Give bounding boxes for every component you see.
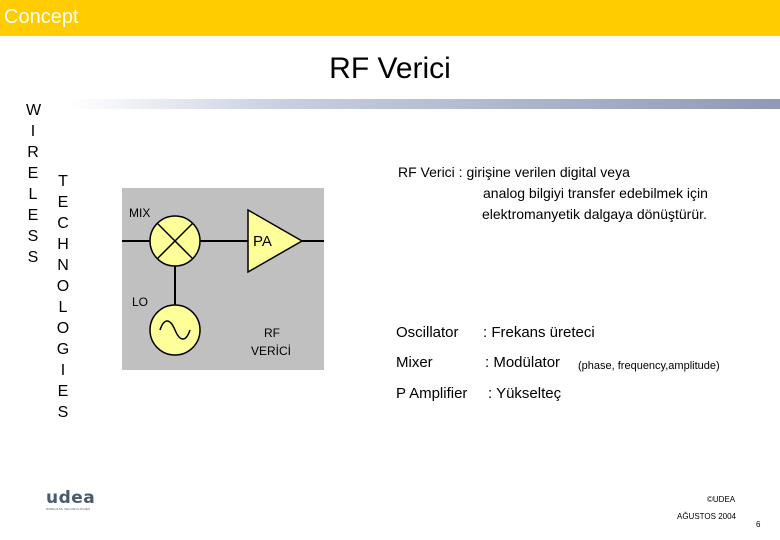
page-number: 6 [756,520,761,529]
vertical-letter: E [57,383,69,400]
vertical-letter: S [57,404,69,421]
slide-title: RF Verici [329,52,451,85]
copyright-text: ©UDEA [707,495,736,504]
vertical-letter: S [27,228,39,245]
vertical-letter: N [57,257,69,274]
vertical-letter: I [60,362,66,379]
description-line-3: elektromanyetik dalgaya dönüştürür. [482,206,707,222]
vertical-letter: W [26,102,42,119]
vertical-letter: T [58,173,68,190]
vertical-letter: E [27,207,39,224]
mixer-note: (phase, frequency,amplitude) [578,360,720,372]
mixer-name: Mixer [396,354,433,371]
oscillator-icon [149,304,201,356]
mixer-desc: : Modülator [485,354,561,371]
amplifier-icon [247,208,304,274]
section-label: Concept [4,6,79,28]
udea-logo: udea WIRELESS TECHNOLOGIES [46,490,112,514]
pa-label: PA [253,233,272,250]
vertical-letter: I [30,123,36,140]
logo-subtitle: WIRELESS TECHNOLOGIES [46,507,91,511]
vertical-letter: S [27,249,39,266]
lo-label: LO [132,295,149,309]
mix-label: MIX [129,206,151,220]
oscillator-desc: : Frekans üreteci [483,324,595,341]
rf-label-line1: RF [264,326,280,340]
vertical-letter: R [27,144,39,161]
vertical-letter: G [56,341,70,358]
description-line-1: RF Verici : girişine verilen digital vey… [398,164,630,180]
vertical-letter: E [27,165,39,182]
vertical-letter: O [56,278,70,295]
amplifier-name: P Amplifier [396,385,468,402]
vertical-letter: H [57,236,69,253]
vertical-letter: C [57,215,69,232]
description-line-2: analog bilgiyi transfer edebilmek için [483,185,708,201]
vertical-letter: L [28,186,38,203]
title-divider [70,99,780,109]
vertical-letter: L [58,299,68,316]
top-banner: Concept [0,0,780,36]
logo-text: udea [46,488,96,508]
mixer-icon [149,215,201,267]
rf-label-line2: VERİCİ [251,344,292,358]
date-text: AĞUSTOS 2004 [677,512,736,521]
vertical-letter: O [56,320,70,337]
oscillator-name: Oscillator [396,324,459,341]
vertical-letter: E [57,194,69,211]
amplifier-desc: : Yükselteç [488,385,562,402]
